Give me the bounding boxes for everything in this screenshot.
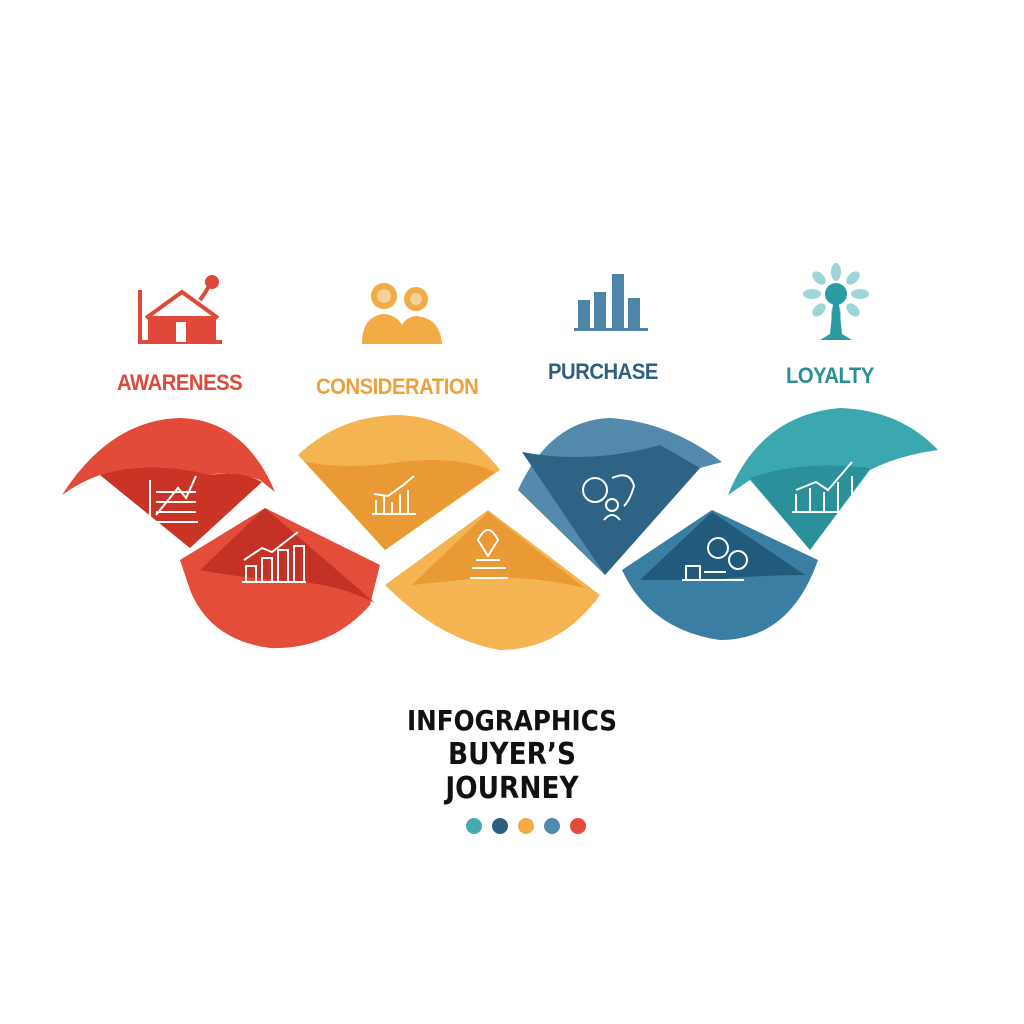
pen-nib-icon <box>470 529 508 579</box>
stage-label-awareness: AWARENESS <box>117 370 243 395</box>
dot <box>466 818 482 834</box>
title-line-1: INFOGRAPHICS <box>407 704 617 737</box>
dot <box>518 818 534 834</box>
dot <box>544 818 560 834</box>
title-line-2: BUYER’S <box>447 737 577 772</box>
dot <box>570 818 586 834</box>
bar-chart-icon <box>574 274 648 331</box>
growth-chart-icon <box>372 475 416 515</box>
loyalty-top-shape <box>728 408 938 550</box>
money-people-icon <box>582 474 636 521</box>
flower-tree-icon <box>803 263 869 340</box>
trend-chart-icon <box>149 475 198 523</box>
dot <box>492 818 508 834</box>
growth-bars-icon <box>242 531 306 583</box>
register-icon <box>682 537 748 581</box>
purchase-bottom-shape <box>622 510 818 640</box>
stage-label-consideration: CONSIDERATION <box>316 374 479 399</box>
stage-label-purchase: PURCHASE <box>548 359 658 384</box>
two-people-icon <box>362 283 442 344</box>
consideration-bottom-shape <box>385 510 600 650</box>
stage-label-loyalty: LOYALTY <box>786 363 874 388</box>
house-chart-icon <box>138 275 222 344</box>
color-dots <box>466 818 586 834</box>
awareness-top-shape <box>62 418 275 548</box>
title-line-3: JOURNEY <box>445 771 579 806</box>
infographic-title: INFOGRAPHICS BUYER’S JOURNEY <box>0 704 1024 806</box>
loyalty-growth-icon <box>792 461 860 513</box>
